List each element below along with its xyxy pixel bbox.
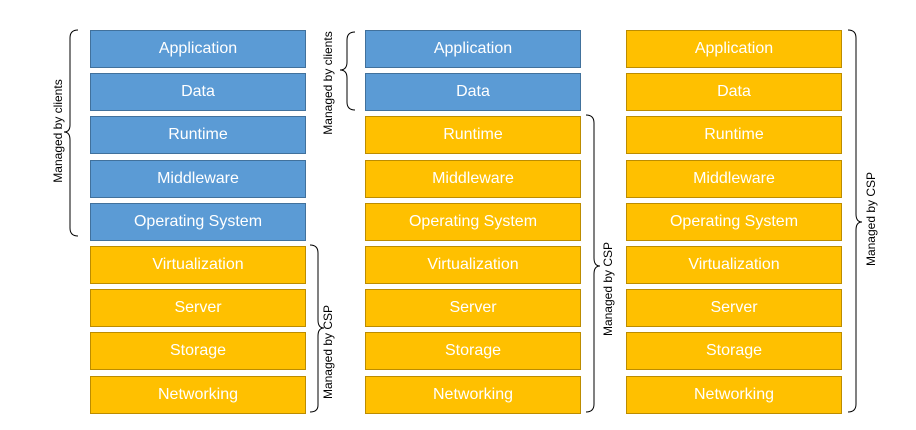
- layer-networking: Networking: [626, 376, 842, 414]
- layer-runtime: Runtime: [365, 116, 581, 154]
- layer-middleware: Middleware: [626, 160, 842, 198]
- label-stack1-csp: Managed by CSP: [321, 304, 335, 400]
- layer-application: Application: [365, 30, 581, 68]
- layer-application: Application: [90, 30, 306, 68]
- layer-operating-system: Operating System: [626, 203, 842, 241]
- brace-stack1-csp: [309, 244, 325, 413]
- brace-stack3-csp: [847, 29, 863, 413]
- layer-storage: Storage: [626, 332, 842, 370]
- brace-stack2-csp: [585, 114, 601, 413]
- label-stack2-clients: Managed by clients: [321, 31, 335, 135]
- layer-virtualization: Virtualization: [626, 246, 842, 284]
- brace-stack1-clients: [63, 29, 79, 237]
- layer-application: Application: [626, 30, 842, 68]
- layer-operating-system: Operating System: [90, 203, 306, 241]
- layer-middleware: Middleware: [90, 160, 306, 198]
- layer-runtime: Runtime: [626, 116, 842, 154]
- brace-stack2-clients: [339, 31, 356, 111]
- layer-storage: Storage: [365, 332, 581, 370]
- layer-virtualization: Virtualization: [90, 246, 306, 284]
- layer-server: Server: [90, 289, 306, 327]
- layer-networking: Networking: [365, 376, 581, 414]
- layer-server: Server: [365, 289, 581, 327]
- layer-runtime: Runtime: [90, 116, 306, 154]
- layer-operating-system: Operating System: [365, 203, 581, 241]
- layer-server: Server: [626, 289, 842, 327]
- layer-networking: Networking: [90, 376, 306, 414]
- label-stack1-clients: Managed by clients: [51, 79, 65, 183]
- layer-data: Data: [626, 73, 842, 111]
- layer-middleware: Middleware: [365, 160, 581, 198]
- layer-data: Data: [365, 73, 581, 111]
- layer-virtualization: Virtualization: [365, 246, 581, 284]
- label-stack3-csp: Managed by CSP: [864, 171, 878, 267]
- layer-storage: Storage: [90, 332, 306, 370]
- layer-data: Data: [90, 73, 306, 111]
- label-stack2-csp: Managed by CSP: [601, 241, 615, 337]
